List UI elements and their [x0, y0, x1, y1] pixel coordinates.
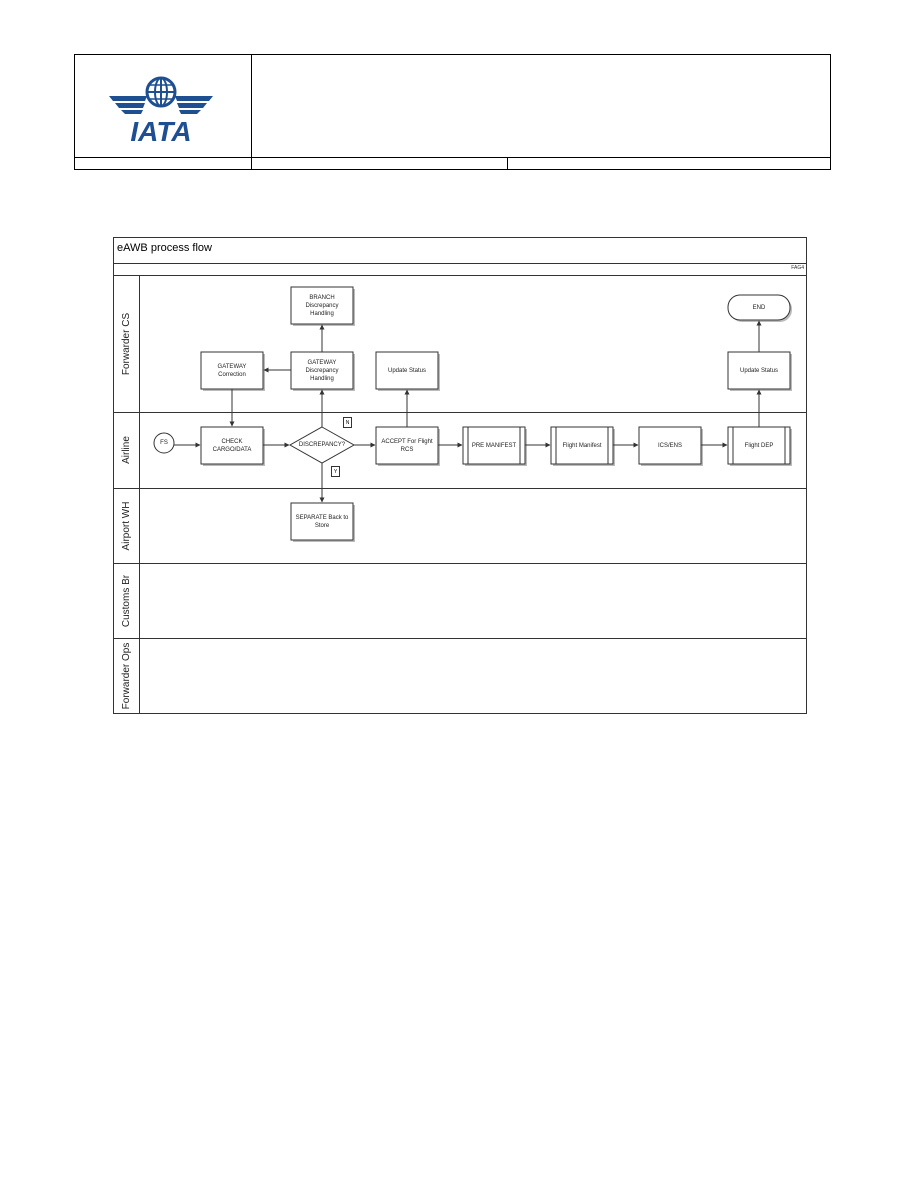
flight-dep-label: Flight DEP — [744, 442, 774, 449]
pre-manifest-label: PRE MANIFEST — [471, 442, 517, 449]
gateway-correction-label: GATEWAY Correction — [217, 363, 247, 378]
no-branch-flag: N — [343, 417, 352, 428]
meta-cell-1 — [75, 158, 252, 170]
separate-label: SEPARATE Back to Store — [295, 514, 349, 529]
document-meta-row — [75, 157, 830, 170]
document-title-cell — [252, 55, 830, 157]
update-status-label-2: Update Status — [739, 367, 779, 374]
lane-label-forwarder-ops: Forwarder Ops — [120, 642, 132, 710]
pre-manifest-node — [462, 426, 526, 465]
check-cargo-node — [200, 426, 264, 465]
lane-label-forwarder-cs: Forwarder CS — [120, 312, 132, 376]
update-status-label-1: Update Status — [387, 367, 427, 374]
fs-start-node — [153, 432, 175, 454]
diagram-frame — [113, 237, 807, 714]
yes-branch-flag: Y — [331, 466, 340, 477]
flight-manifest-label: Flight Manifest — [562, 442, 602, 449]
accept-label: ACCEPT For Flight RCS — [381, 438, 433, 453]
diagram-id: FAG4 — [791, 265, 804, 271]
iata-logo: IATA — [109, 76, 213, 147]
branch-handling-label: BRANCH Discrepancy Handling — [305, 294, 339, 317]
gateway-handling-label: GATEWAY Discrepancy Handling — [305, 359, 339, 382]
update-status-node-1 — [375, 351, 439, 390]
lane-label-airport-wh: Airport WH — [120, 501, 132, 551]
discrepancy-label: DISCREPANCY? — [298, 442, 346, 448]
ics-ens-node — [638, 426, 702, 465]
fs-label: FS — [160, 440, 168, 446]
check-cargo-label: CHECK CARGO/DATA — [212, 438, 252, 453]
accept-node — [375, 426, 439, 465]
document-header-table: IATA — [74, 54, 831, 170]
ics-ens-label: ICS/ENS — [657, 442, 682, 449]
diagram-graphics — [113, 237, 807, 714]
meta-cell-2 — [252, 158, 508, 170]
flight-dep-node — [727, 426, 791, 465]
lane-label-airline: Airline — [120, 436, 132, 464]
end-node — [727, 294, 791, 321]
process-flow-diagram: eAWB process flow FAG4 Forwarder CS Airl… — [113, 237, 807, 714]
diagram-title: eAWB process flow — [117, 242, 212, 254]
gateway-correction-node — [200, 351, 264, 390]
lane-label-customs-br: Customs Br — [120, 574, 132, 628]
flight-manifest-node — [550, 426, 614, 465]
branch-handling-node — [290, 286, 354, 325]
end-label: END — [752, 304, 766, 311]
separate-node — [290, 502, 354, 541]
logo-cell: IATA — [75, 55, 252, 157]
meta-cell-3 — [508, 158, 830, 170]
logo-text: IATA — [130, 116, 191, 147]
